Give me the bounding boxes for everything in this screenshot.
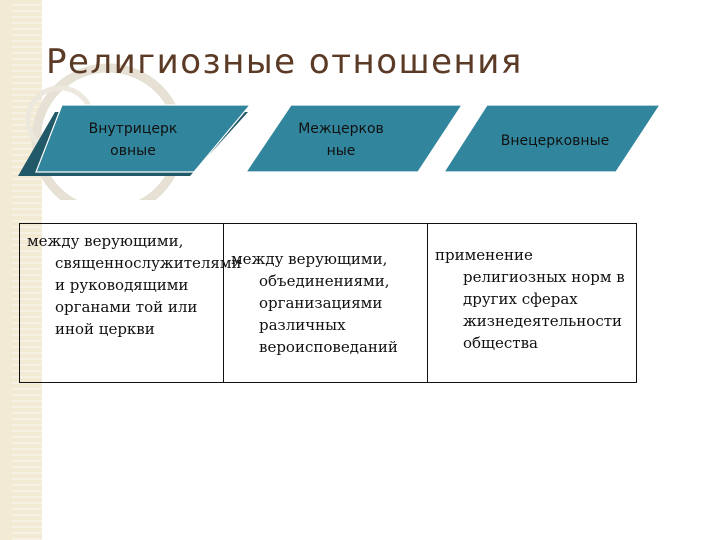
table-cell-external: применение религиозных норм в других сфе… bbox=[427, 223, 637, 383]
page-title: Религиозные отношения bbox=[46, 42, 523, 82]
description-external: применение религиозных норм в других сфе… bbox=[435, 246, 625, 352]
table-row: между верующими, священнослужителями и р… bbox=[19, 223, 637, 383]
table-cell-internal: между верующими, священнослужителями и р… bbox=[19, 223, 242, 383]
descriptions-table: между верующими, священнослужителями и р… bbox=[19, 223, 637, 383]
category-label-internal: Внутрицерковные bbox=[88, 121, 178, 159]
description-internal: между верующими, священнослужителями и р… bbox=[27, 232, 242, 338]
category-label-inter: Межцерковные bbox=[298, 121, 384, 159]
table-cell-inter: между верующими, объединениями, организа… bbox=[223, 223, 428, 383]
category-shapes bbox=[18, 104, 662, 176]
category-shape-1 bbox=[18, 104, 252, 176]
description-inter: между верующими, объединениями, организа… bbox=[231, 250, 398, 356]
category-shape-2 bbox=[244, 104, 464, 173]
category-shape-3 bbox=[442, 104, 662, 173]
category-label-external: Внецерковные bbox=[500, 133, 610, 149]
